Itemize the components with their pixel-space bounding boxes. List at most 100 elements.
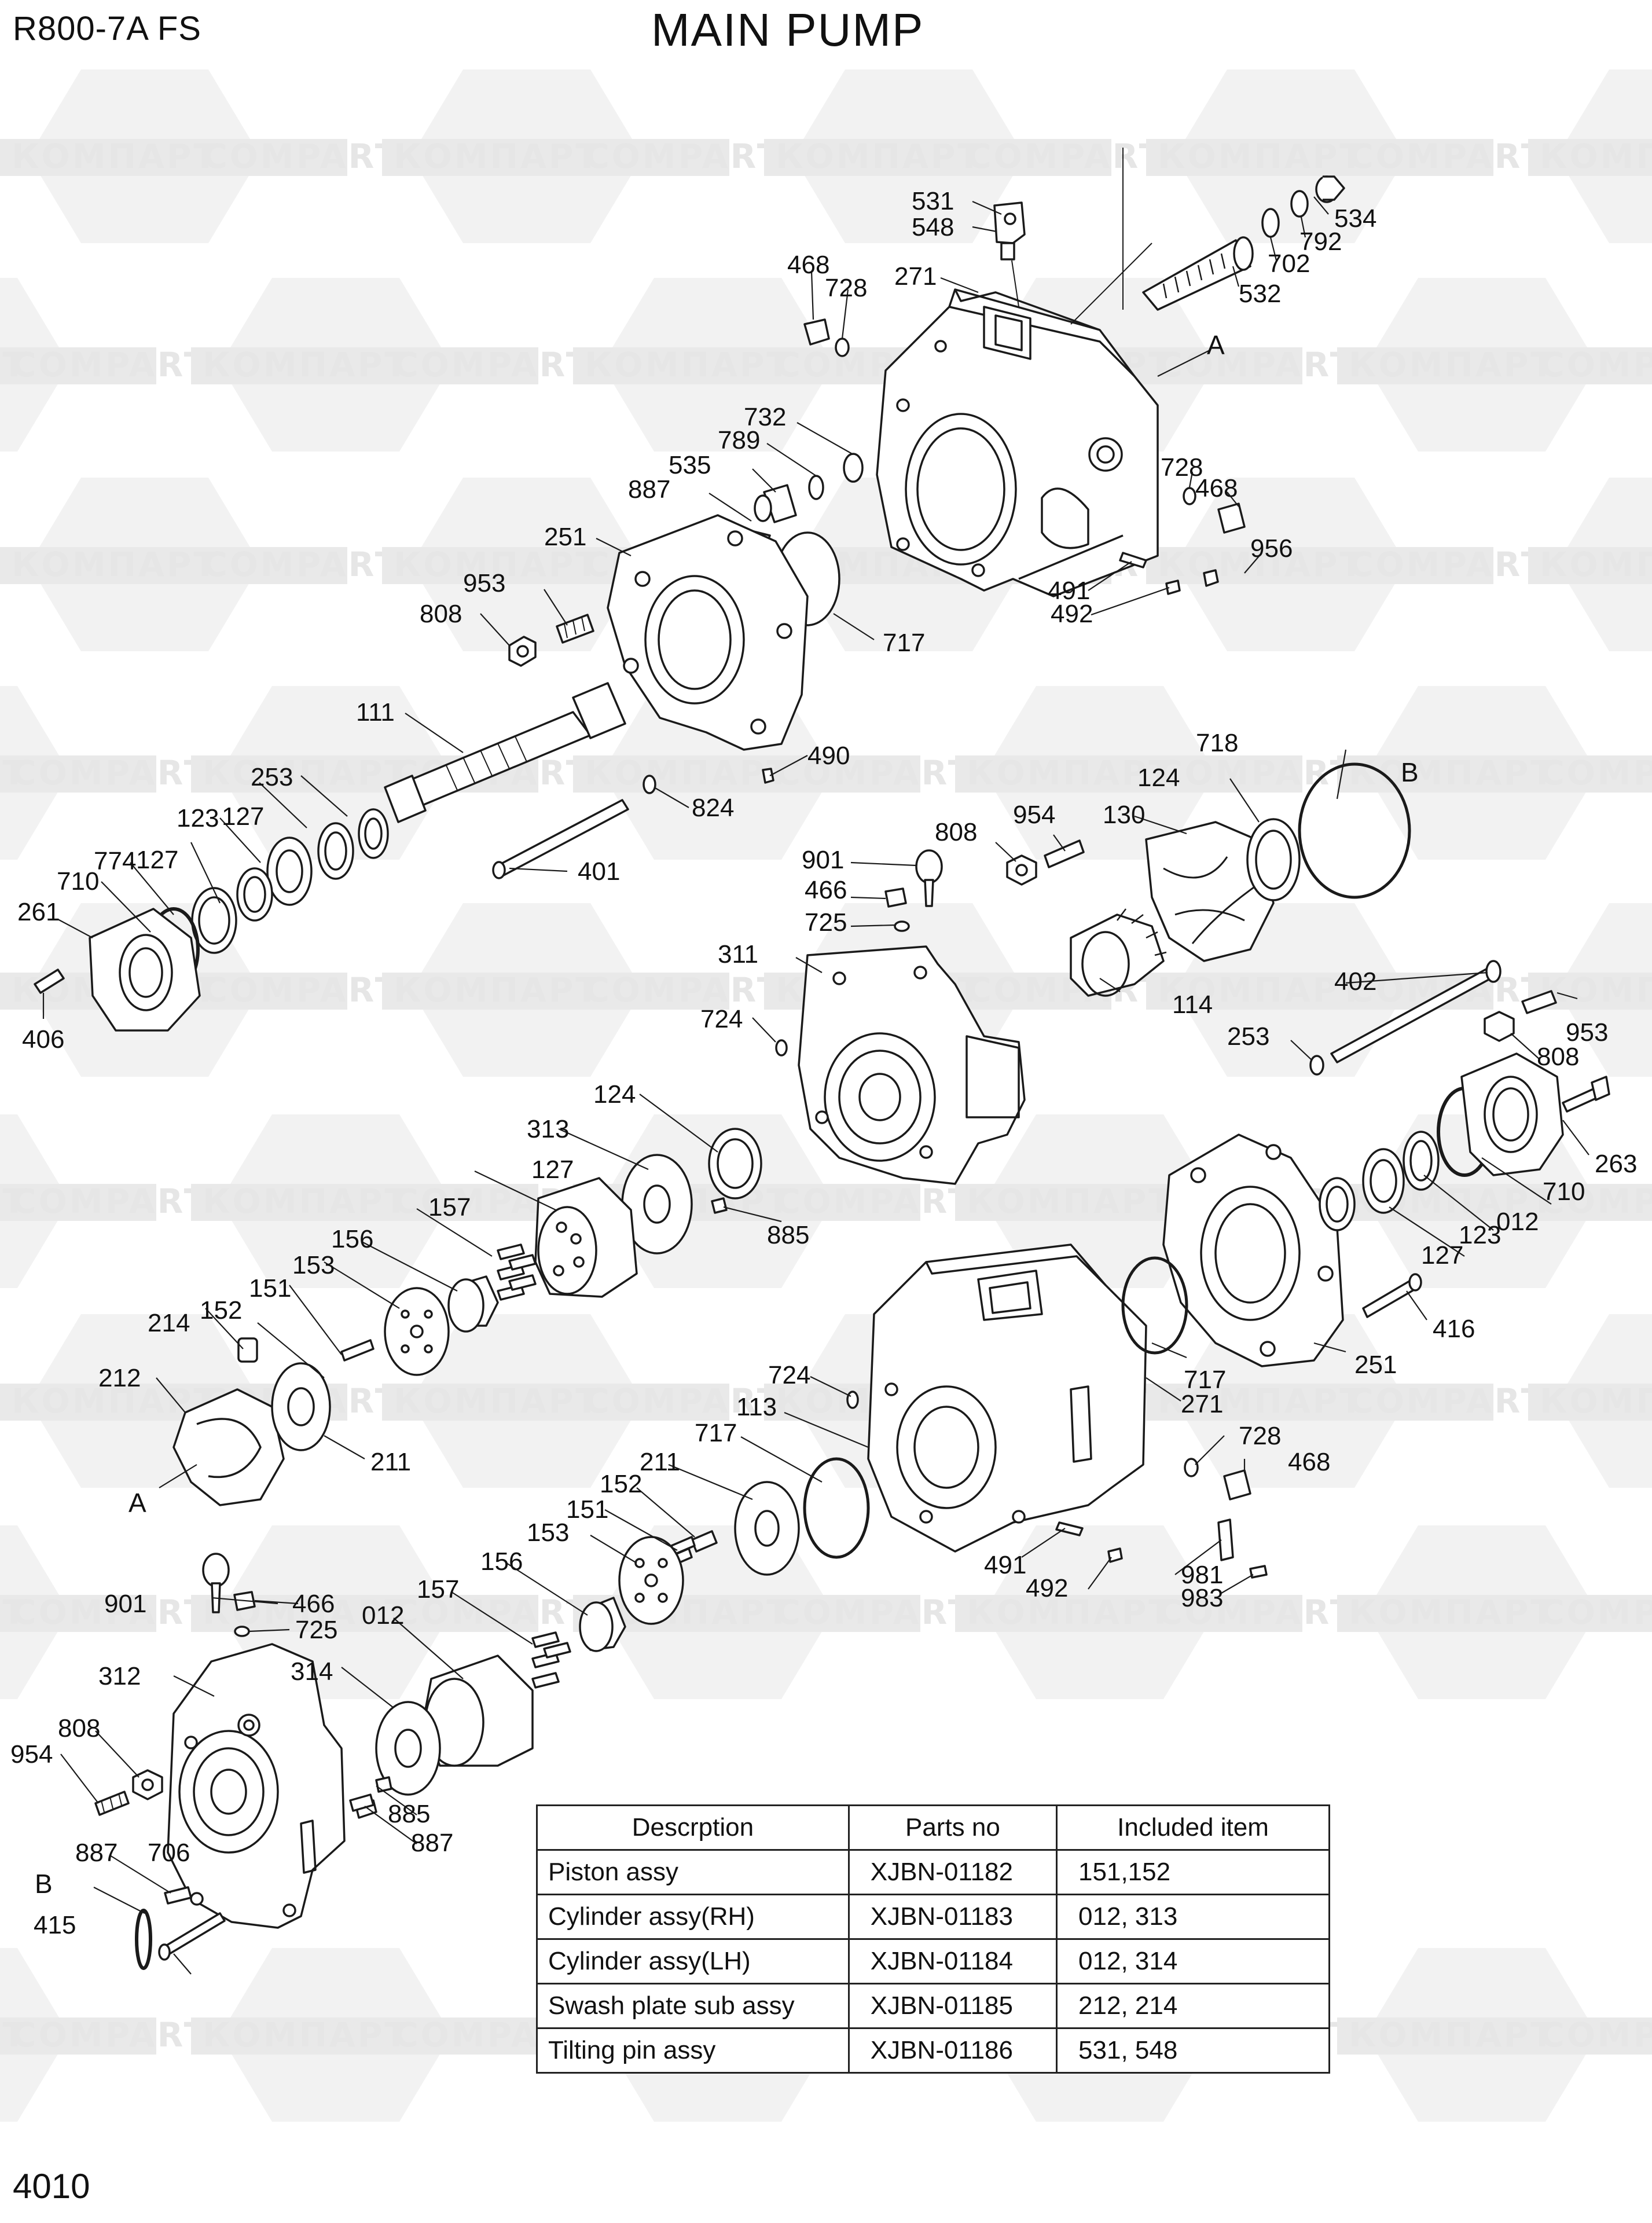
part-callout: 490 <box>807 742 850 770</box>
bolt-401 <box>492 799 629 879</box>
watermark-text: COMPART <box>1349 545 1546 584</box>
watermark-text: КОМПАРТ <box>0 2015 28 2055</box>
watermark-text: COMPART <box>394 345 591 384</box>
watermark-text: COMPART <box>203 137 400 176</box>
watermark-text: COMPART <box>776 753 973 793</box>
part-callout: 710 <box>1543 1177 1585 1206</box>
part-callout: 887 <box>628 475 670 504</box>
cover-312 <box>167 1643 346 1929</box>
part-callout: 887 <box>75 1839 118 1867</box>
cover-311 <box>798 945 1026 1185</box>
watermark-band <box>573 755 920 793</box>
watermark-text: КОМПАРТ <box>585 753 792 793</box>
plugs-right-468-956 <box>1119 487 1246 595</box>
watermark-text: КОМПАРТ <box>1349 1593 1556 1632</box>
tilting-pin-531 <box>993 201 1026 307</box>
watermark-band <box>1146 1384 1493 1421</box>
cell-included-item: 012, 314 <box>1056 1938 1330 1984</box>
part-callout: 261 <box>17 898 60 926</box>
cell-included-item: 531, 548 <box>1056 2027 1330 2074</box>
watermark-text: КОМПАРТ <box>203 345 410 384</box>
cell-description: Cylinder assy(LH) <box>536 1938 850 1984</box>
part-callout: 732 <box>744 403 786 431</box>
watermark-text: КОМПАРТ <box>1540 137 1652 176</box>
part-callout: 401 <box>578 857 620 886</box>
reference-marker: A <box>129 1488 146 1518</box>
watermark-text: КОМПАРТ <box>394 137 601 176</box>
watermark-text: КОМПАРТ <box>1540 1381 1652 1421</box>
column-header-parts-no: Parts no <box>847 1804 1058 1851</box>
watermark-text: КОМПАРТ <box>1540 545 1652 584</box>
part-callout: 491 <box>984 1551 1026 1579</box>
watermark-text: COMPART <box>967 137 1164 176</box>
part-callout: 251 <box>1354 1351 1397 1379</box>
pin-490-ring-253 <box>643 768 774 794</box>
watermark-band <box>573 347 920 384</box>
pins-887-bolt-415 <box>135 1886 226 1970</box>
watermark-band <box>382 1384 729 1421</box>
gear-114 <box>1070 908 1167 997</box>
reference-marker: B <box>35 1869 53 1899</box>
part-callout: 901 <box>104 1590 146 1618</box>
part-callout: 706 <box>148 1839 190 1867</box>
watermark-text: КОМПАРТ <box>203 2015 410 2055</box>
part-callout: 885 <box>388 1800 430 1828</box>
part-callout: 532 <box>1239 280 1281 308</box>
part-callout: 808 <box>1537 1043 1579 1071</box>
part-callout: 717 <box>695 1419 737 1447</box>
watermark-text: КОМПАРТ <box>12 1381 219 1421</box>
part-callout: 212 <box>98 1364 141 1392</box>
part-callout: 253 <box>1227 1022 1269 1051</box>
watermark-band <box>1337 1595 1652 1632</box>
part-callout: 468 <box>787 251 829 279</box>
watermark-band <box>1528 547 1652 584</box>
watermark-text: КОМПАРТ <box>0 1182 28 1221</box>
watermark-text: КОМПАРТ <box>1349 345 1556 384</box>
watermark-band <box>0 2017 156 2055</box>
eye-bolt-901-mid <box>775 849 943 1057</box>
watermark-text: COMPART <box>776 1182 973 1221</box>
part-callout: 415 <box>34 1911 76 1939</box>
bearing-124-mid <box>708 1128 762 1199</box>
page-title: MAIN PUMP <box>651 4 924 56</box>
watermark-band <box>1337 2017 1652 2055</box>
part-callout: 012 <box>1496 1208 1539 1236</box>
watermark-text: COMPART <box>12 345 209 384</box>
part-callout: 491 <box>1048 577 1090 605</box>
watermark-text: КОМПАРТ <box>585 345 792 384</box>
watermark-text: КОМПАРТ <box>1349 2015 1556 2055</box>
part-callout: 157 <box>417 1575 459 1604</box>
part-callout: 710 <box>57 867 99 896</box>
cell-description: Cylinder assy(RH) <box>536 1894 850 1940</box>
watermark-text: КОМПАРТ <box>1158 137 1365 176</box>
part-callout: 728 <box>1161 453 1203 482</box>
watermark-text: COMPART <box>585 970 782 1010</box>
part-callout: 127 <box>222 802 264 831</box>
part-callout: 728 <box>1239 1422 1281 1450</box>
watermark-text: КОМПАРТ <box>394 1381 601 1421</box>
part-callout: 535 <box>669 451 711 479</box>
watermark-band <box>0 347 156 384</box>
part-callout: 156 <box>331 1225 373 1253</box>
watermark-text: КОМПАРТ <box>1540 970 1652 1010</box>
part-callout: 124 <box>593 1080 636 1109</box>
part-callout: 406 <box>22 1025 64 1054</box>
watermark-text: COMPART <box>203 970 400 1010</box>
watermark-band <box>1337 347 1652 384</box>
watermark-band <box>955 1595 1302 1632</box>
part-drawings <box>34 148 1610 1970</box>
part-callout: 416 <box>1433 1315 1475 1343</box>
watermark-band <box>191 1184 538 1221</box>
part-callout: 113 <box>736 1393 777 1421</box>
part-callout: 887 <box>411 1829 453 1857</box>
parts-table-header-row: Descrption Parts no Included item <box>536 1804 1330 1851</box>
watermark-text: КОМПАРТ <box>12 545 219 584</box>
part-callout: 702 <box>1268 250 1310 278</box>
watermark-text: КОМПАРТ <box>0 1593 28 1632</box>
watermark-text: КОМПАРТ <box>967 1593 1174 1632</box>
table-row: Cylinder assy(LH) XJBN-01184 012, 314 <box>536 1938 1330 1984</box>
part-callout: 312 <box>98 1662 141 1690</box>
table-row: Piston assy XJBN-01182 151,152 <box>536 1849 1330 1895</box>
column-header-included-item: Included item <box>1056 1804 1330 1851</box>
nut-808-stud-954-mid <box>1006 839 1085 886</box>
